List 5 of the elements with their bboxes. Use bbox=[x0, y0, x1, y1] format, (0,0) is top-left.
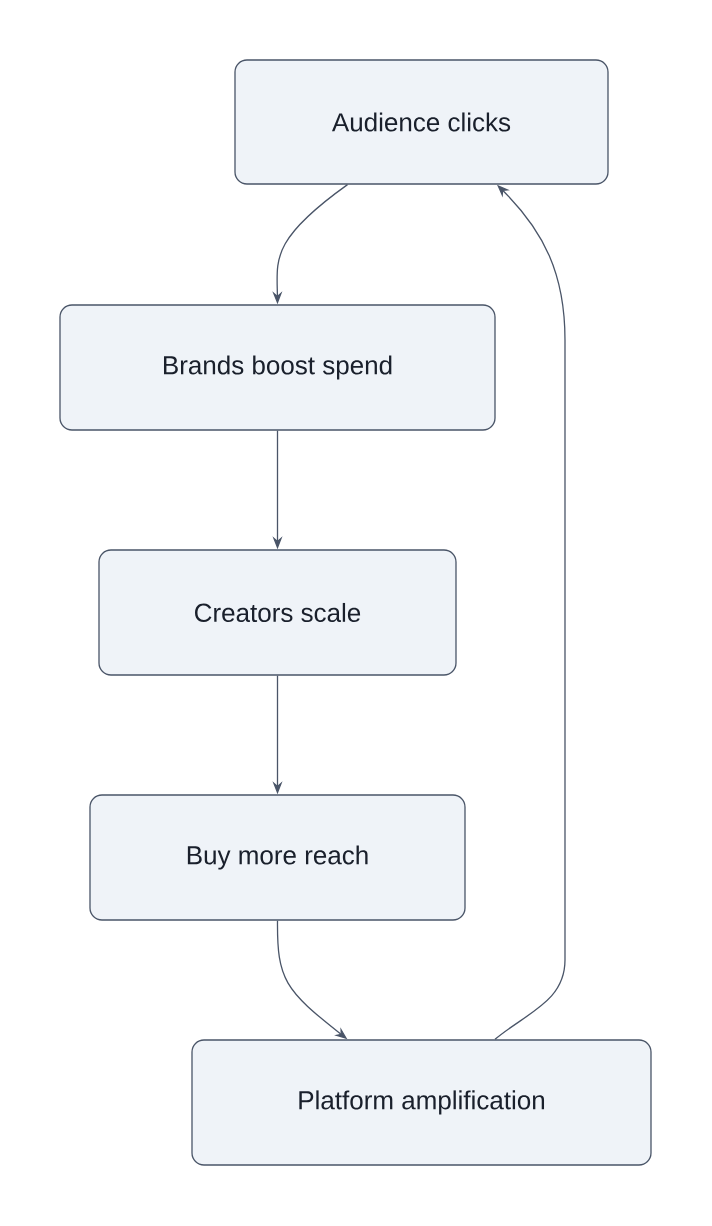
process-box: Audience clicks bbox=[234, 59, 609, 185]
process-box: Platform amplification bbox=[191, 1039, 652, 1166]
process-box: Brands boost spend bbox=[59, 304, 496, 431]
process-box: Buy more reach bbox=[89, 794, 466, 921]
process-box: Creators scale bbox=[98, 549, 457, 676]
